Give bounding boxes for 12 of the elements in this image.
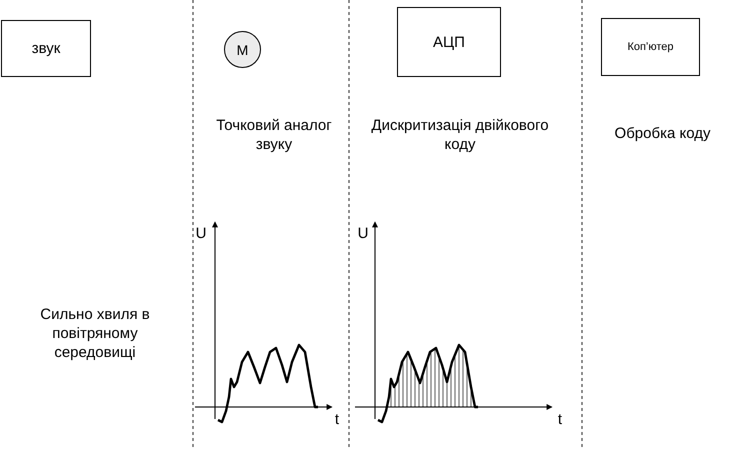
axis-label: U xyxy=(194,224,208,243)
axis-label: U xyxy=(356,224,370,243)
process-box: Коп’ютер xyxy=(601,18,700,76)
caption-text: Точковий аналог звуку xyxy=(215,116,333,154)
process-box: звук xyxy=(1,20,91,77)
caption-text: Обробка коду xyxy=(614,124,712,143)
axis-label: t xyxy=(334,410,340,429)
motor-circle: М xyxy=(224,31,261,68)
axis-label: t xyxy=(556,410,564,429)
caption-text: Сильно хвиля в повітряному середовищі xyxy=(39,305,151,362)
process-box: АЦП xyxy=(397,7,501,77)
caption-text: Дискритизація двійкового коду xyxy=(370,116,550,154)
